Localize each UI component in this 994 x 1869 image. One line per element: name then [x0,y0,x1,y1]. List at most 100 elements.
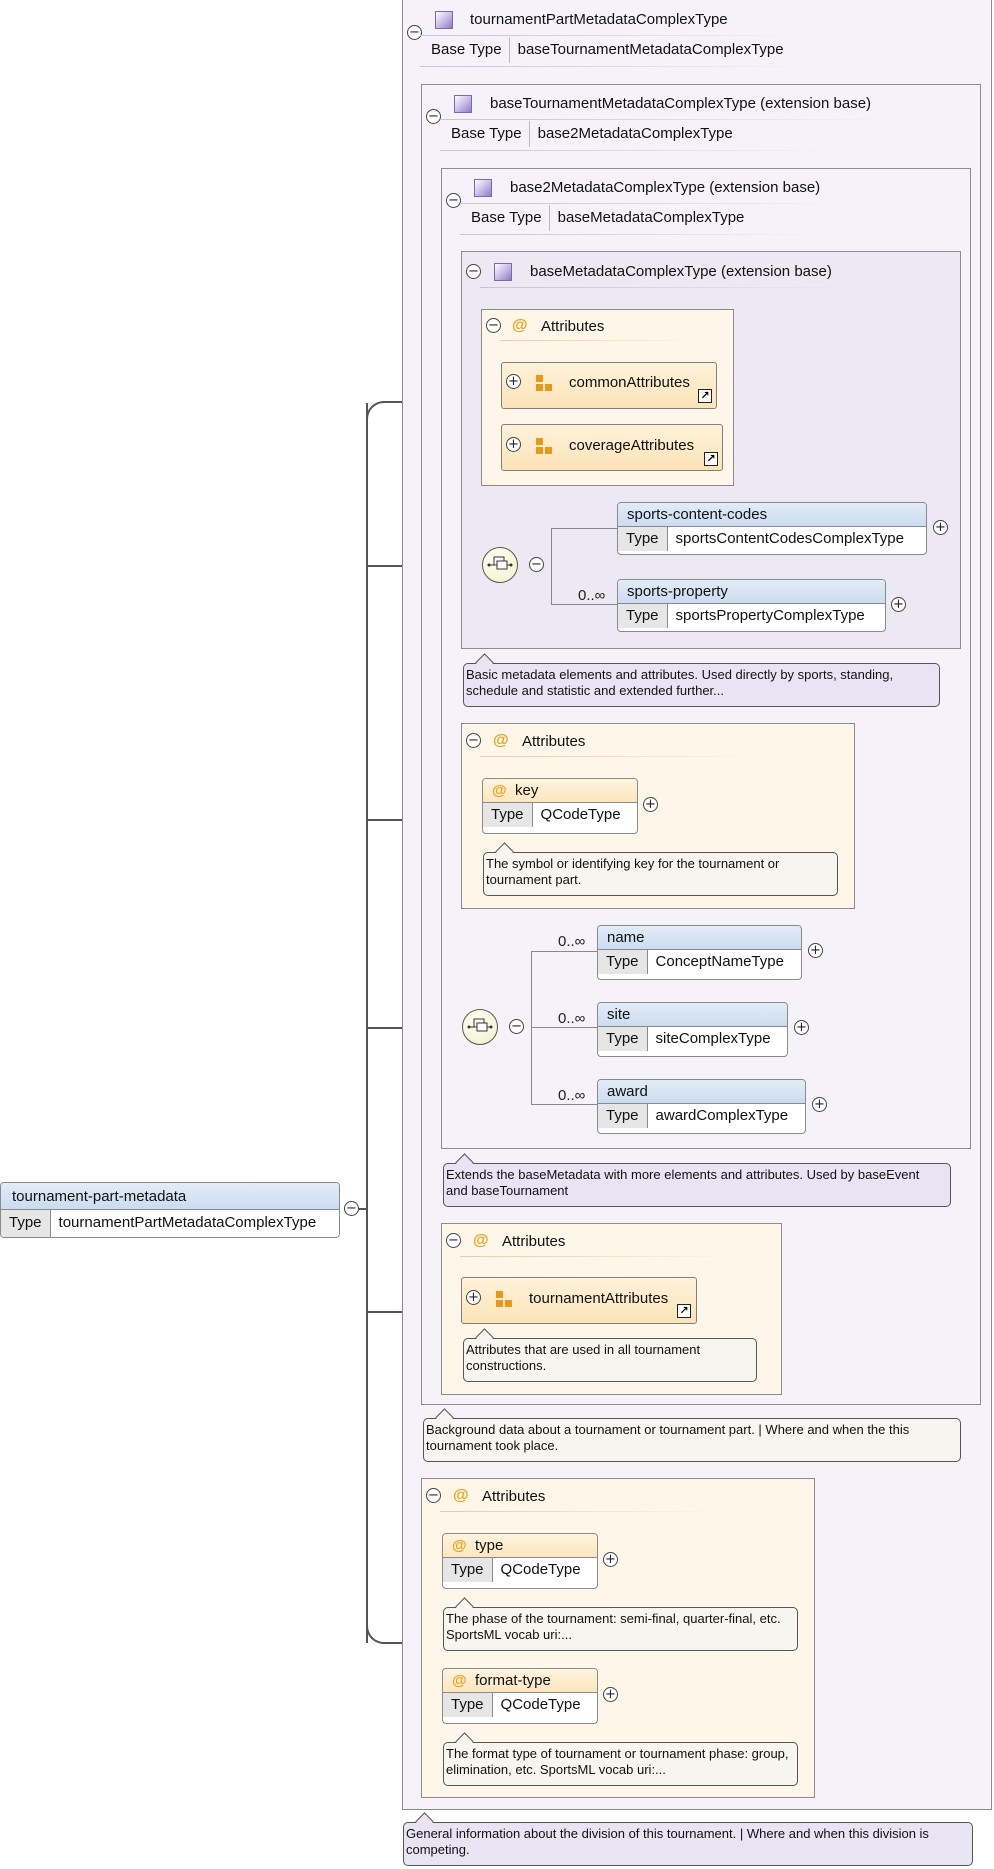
ct3-title-underline [460,203,850,204]
attribute-name: key [514,782,539,799]
note-base2: Extends the baseMetadata with more eleme… [443,1153,951,1207]
seq2-branch-mid [531,1027,597,1028]
attrs3-collapse-toggle[interactable]: − [446,1233,461,1248]
ct1-title: tournamentPartMetadataComplexType [470,11,728,28]
type-expand-toggle[interactable]: + [603,1552,618,1567]
root-type-value: tournamentPartMetadataComplexType [58,1214,317,1231]
type-label: Type [618,604,668,628]
ct1-base-type-value: baseTournamentMetadataComplexType [517,41,784,58]
seq2-branch-top [531,951,597,952]
attribute-name-row: @ key [483,779,637,803]
ct1-base-type-label: Base Type [423,37,510,63]
attribute-name: type [474,1537,504,1554]
note-text: General information about the division o… [406,1826,929,1857]
sports-property-expand-toggle[interactable]: + [891,597,906,612]
note-type: The phase of the tournament: semi-final,… [443,1597,798,1651]
attribute-key[interactable]: @ key Type QCodeType [482,778,638,834]
attrs2-title: Attributes [522,733,586,750]
ct2-collapse-toggle[interactable]: − [426,109,441,124]
attrs4-collapse-toggle[interactable]: − [426,1488,441,1503]
note-text: The symbol or identifying key for the to… [486,856,780,887]
ct3-base-type-row: Base Type baseMetadataComplexType [463,205,752,231]
attribute-group-icon [536,375,552,391]
type-value: sportsPropertyComplexType [675,607,865,624]
ct1-base-underline [420,66,810,67]
at-icon: @ [452,1672,467,1689]
type-label: Type [483,803,533,827]
cardinality-label: 0..∞ [558,1087,586,1104]
ct1-base-type-row: Base Type baseTournamentMetadataComplexT… [423,37,792,63]
ct3-base-type-label: Base Type [463,205,550,231]
ct4-collapse-toggle[interactable]: − [466,264,481,279]
key-expand-toggle[interactable]: + [643,797,658,812]
note-base-tournament: Background data about a tournament or to… [423,1408,961,1462]
ct4-title-underline [480,287,860,288]
cardinality-label: 0..∞ [558,1010,586,1027]
award-expand-toggle[interactable]: + [812,1097,827,1112]
name-expand-toggle[interactable]: + [808,943,823,958]
element-name-label: site [598,1003,787,1027]
at-icon: @ [473,1232,489,1249]
format-type-expand-toggle[interactable]: + [603,1687,618,1702]
type-label: Type [443,1693,493,1717]
attrs1-collapse-toggle[interactable]: − [486,318,501,333]
link-icon[interactable]: ↗ [698,389,712,403]
complex-type-icon [474,179,492,197]
root-element-name: tournament-part-metadata [12,1188,187,1205]
tree-connector-vertical [366,403,368,1643]
root-type-label: Type [1,1210,51,1237]
ct2-base-type-row: Base Type base2MetadataComplexType [443,121,741,147]
note-text: Basic metadata elements and attributes. … [466,667,894,698]
element-name-label: award [598,1080,805,1104]
tournament-attrs-label: tournamentAttributes [529,1290,669,1307]
note-text: The format type of tournament or tournam… [446,1746,789,1777]
note-text: Attributes that are used in all tourname… [466,1342,701,1373]
seq1-branch-top [551,528,617,529]
sequence-icon[interactable] [482,547,518,583]
ct2-title: baseTournamentMetadataComplexType (exten… [490,95,872,112]
sequence1-collapse-toggle[interactable]: − [529,557,544,572]
sports-content-codes-expand-toggle[interactable]: + [933,520,948,535]
ct3-base-type-value: baseMetadataComplexType [557,209,745,226]
type-value: QCodeType [500,1696,581,1713]
common-attrs-expand-toggle[interactable]: + [506,374,521,389]
type-value: sportsContentCodesComplexType [675,530,904,547]
link-icon[interactable]: ↗ [704,452,718,466]
root-collapse-toggle[interactable]: − [344,1201,359,1216]
sequence-icon[interactable] [462,1009,498,1045]
type-label: Type [618,527,668,551]
note-key: The symbol or identifying key for the to… [483,842,838,896]
tournament-attrs-expand-toggle[interactable]: + [466,1290,481,1305]
note-base-metadata: Basic metadata elements and attributes. … [463,653,940,707]
sequence2-collapse-toggle[interactable]: − [509,1019,524,1034]
ct4-title: baseMetadataComplexType (extension base) [530,263,832,280]
type-value: QCodeType [500,1561,581,1578]
note-text: Extends the baseMetadata with more eleme… [446,1167,920,1198]
seq1-branch-vertical [551,528,552,604]
element-sports-property[interactable]: sports-property Type sportsPropertyComple… [617,579,886,632]
ct2-base-type-label: Base Type [443,121,530,147]
seq2-branch-vertical [531,951,532,1105]
type-label: Type [598,950,648,974]
link-icon[interactable]: ↗ [677,1304,691,1318]
attrs2-collapse-toggle[interactable]: − [466,733,481,748]
ct2-base-underline [440,150,840,151]
attribute-name-row: @ type [443,1534,597,1558]
coverage-attrs-expand-toggle[interactable]: + [506,437,521,452]
type-value: QCodeType [540,806,621,823]
attrs3-underline [460,1256,740,1257]
coverage-attrs-label: coverageAttributes [569,437,695,454]
ct3-collapse-toggle[interactable]: − [446,193,461,208]
ct1-collapse-toggle[interactable]: − [407,25,422,40]
site-expand-toggle[interactable]: + [794,1020,809,1035]
ct2-title-underline [440,119,900,120]
element-name: sports-property [618,580,885,604]
root-element[interactable]: tournament-part-metadata Type tournament… [0,1182,340,1238]
cardinality-label: 0..∞ [558,933,586,950]
